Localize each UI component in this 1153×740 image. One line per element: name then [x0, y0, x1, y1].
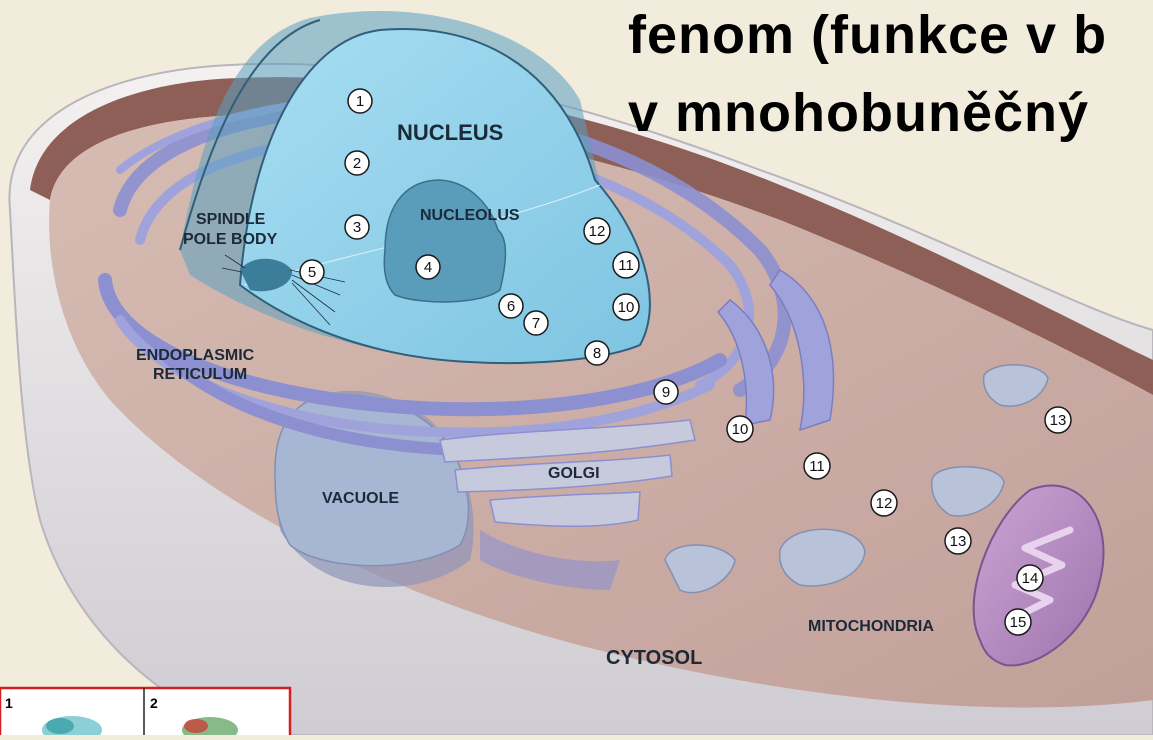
- marker-1: 1: [348, 89, 372, 113]
- svg-text:3: 3: [353, 219, 361, 236]
- svg-text:10: 10: [732, 421, 749, 438]
- svg-text:9: 9: [662, 384, 670, 401]
- marker-3: 3: [345, 215, 369, 239]
- svg-text:15: 15: [1010, 614, 1027, 631]
- marker-7: 7: [524, 311, 548, 335]
- marker-5: 5: [300, 260, 324, 284]
- svg-text:7: 7: [532, 315, 540, 332]
- label-spindle-line2: POLE BODY: [183, 231, 278, 248]
- svg-text:14: 14: [1022, 570, 1039, 587]
- label-nucleus: NUCLEUS: [397, 120, 503, 145]
- marker-15: 15: [1005, 609, 1031, 635]
- label-golgi: GOLGI: [548, 465, 600, 482]
- label-nucleolus: NUCLEOLUS: [420, 207, 520, 224]
- marker-10-nucleus: 10: [613, 294, 639, 320]
- label-vacuole: VACUOLE: [322, 490, 399, 507]
- marker-2: 2: [345, 151, 369, 175]
- svg-text:12: 12: [876, 495, 893, 512]
- marker-9: 9: [654, 380, 678, 404]
- label-spindle-line1: SPINDLE: [196, 211, 266, 228]
- marker-13-top: 13: [1045, 407, 1071, 433]
- label-mitochondria: MITOCHONDRIA: [808, 618, 934, 635]
- svg-text:13: 13: [950, 533, 967, 550]
- panel-number-2: 2: [150, 695, 158, 711]
- bottom-structure-panel: 1 2: [0, 688, 290, 735]
- svg-text:1: 1: [356, 93, 364, 110]
- marker-12-nucleus: 12: [584, 218, 610, 244]
- title-line-2: v mnohobuněčný: [628, 86, 1089, 140]
- svg-text:2: 2: [353, 155, 361, 172]
- label-cytosol: CYTOSOL: [606, 647, 702, 669]
- marker-8: 8: [585, 341, 609, 365]
- svg-text:5: 5: [308, 264, 316, 281]
- panel-number-1: 1: [5, 695, 13, 711]
- marker-4: 4: [416, 255, 440, 279]
- svg-text:11: 11: [809, 458, 825, 475]
- svg-text:13: 13: [1050, 412, 1067, 429]
- svg-text:12: 12: [589, 223, 606, 240]
- marker-10: 10: [727, 416, 753, 442]
- label-er-line2: RETICULUM: [153, 366, 247, 383]
- marker-6: 6: [499, 294, 523, 318]
- svg-text:10: 10: [618, 299, 635, 316]
- svg-text:8: 8: [593, 345, 601, 362]
- label-er-line1: ENDOPLASMIC: [136, 347, 255, 364]
- marker-12: 12: [871, 490, 897, 516]
- marker-13: 13: [945, 528, 971, 554]
- marker-11-nucleus: 11: [613, 252, 639, 278]
- svg-text:4: 4: [424, 259, 432, 276]
- marker-11: 11: [804, 453, 830, 479]
- svg-text:6: 6: [507, 298, 515, 315]
- svg-text:11: 11: [618, 257, 634, 274]
- title-line-1: fenom (funkce v b: [628, 8, 1107, 62]
- marker-14: 14: [1017, 565, 1043, 591]
